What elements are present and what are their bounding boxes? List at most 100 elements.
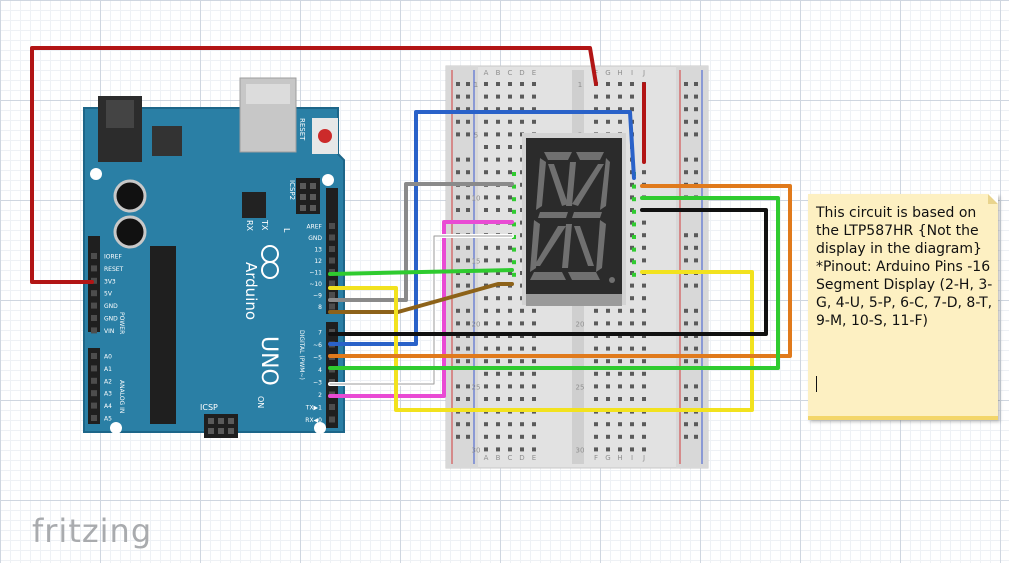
breadboard-hole	[606, 397, 610, 401]
rail-hole	[466, 258, 470, 263]
header-pin[interactable]	[91, 315, 97, 321]
header-pin[interactable]	[329, 292, 335, 298]
breadboard-hole	[606, 434, 610, 439]
icsp2-label: ICSP2	[288, 180, 296, 200]
rail-hole	[684, 283, 688, 288]
display-segment	[538, 212, 568, 218]
header-pin[interactable]	[91, 302, 97, 309]
header-pin[interactable]	[91, 327, 97, 334]
rail-hole	[684, 346, 688, 351]
sixteen-segment-display[interactable]	[512, 133, 636, 306]
breadboard-hole	[484, 107, 488, 112]
rail-hole	[694, 233, 698, 238]
display-segment	[600, 158, 610, 210]
rail-hole	[456, 434, 460, 439]
rail-hole	[694, 359, 698, 364]
display-pin	[632, 209, 636, 214]
analog-section-label: ANALOG IN	[118, 380, 125, 413]
power-section-label: POWER	[118, 312, 125, 334]
rail-hole	[466, 308, 470, 313]
breadboard-hole	[520, 359, 524, 364]
header-pin[interactable]	[329, 280, 335, 287]
header-pin[interactable]	[91, 365, 97, 372]
header-pin[interactable]	[329, 404, 335, 410]
header-pin[interactable]	[91, 402, 97, 409]
text-cursor	[816, 376, 817, 392]
header-pin[interactable]	[91, 390, 97, 397]
yellow-wire[interactable]	[328, 270, 754, 412]
header-pin[interactable]	[329, 223, 335, 229]
header-pin[interactable]	[329, 246, 335, 252]
pin-label: GND	[104, 303, 118, 310]
breadboard-hole	[606, 384, 610, 389]
breadboard-hole	[484, 82, 488, 86]
header-pin[interactable]	[91, 253, 97, 259]
breadboard-hole	[594, 359, 598, 364]
breadboard-hole	[520, 397, 524, 401]
header-pin[interactable]	[91, 377, 97, 384]
breadboard-row-number: 30	[472, 446, 481, 454]
sticky-note[interactable]: This circuit is based on the LTP587HR {N…	[808, 194, 998, 420]
rail-hole	[694, 119, 698, 124]
icsp-label: ICSP	[200, 403, 218, 412]
rail-hole	[466, 346, 470, 351]
breadboard-hole	[532, 434, 536, 439]
on-label: ON	[256, 396, 265, 408]
red-wire[interactable]	[30, 46, 598, 284]
breadboard-hole	[594, 422, 598, 427]
breadboard-hole	[618, 397, 622, 401]
header-pin[interactable]	[329, 234, 335, 241]
brown-wire[interactable]	[328, 282, 514, 314]
breadboard-hole	[606, 422, 610, 427]
header-pin[interactable]	[329, 416, 335, 423]
tx-label: TX	[260, 219, 269, 231]
header-pin[interactable]	[91, 353, 97, 359]
breadboard-hole	[520, 82, 524, 86]
header-pin[interactable]	[91, 265, 97, 272]
rail-hole	[456, 384, 460, 389]
rail-hole	[694, 82, 698, 86]
breadboard-hole	[618, 384, 622, 389]
green-wire-4[interactable]	[328, 196, 780, 370]
note-text[interactable]: This circuit is based on the LTP587HR {N…	[816, 205, 997, 329]
breadboard-column-label: H	[617, 454, 622, 462]
pink-wire[interactable]	[328, 220, 514, 398]
breadboard-hole	[642, 258, 646, 263]
arduino-uno-board[interactable]: IOREFRESET3V35VGNDGNDVINA0A1A2A3A4A5AREF…	[83, 77, 345, 438]
breadboard-hole	[642, 422, 646, 427]
breadboard-hole	[618, 321, 622, 326]
breadboard-hole	[508, 296, 512, 301]
rail-hole	[466, 422, 470, 427]
pin-label: ~9	[313, 293, 322, 300]
header-pin[interactable]	[329, 257, 335, 264]
header-pin[interactable]	[91, 415, 97, 421]
breadboard-hole	[618, 94, 622, 99]
rail-hole	[694, 245, 698, 250]
pin-label: GND	[104, 316, 118, 323]
breadboard-hole	[508, 434, 512, 439]
breadboard-hole	[594, 434, 598, 439]
breadboard-hole	[630, 397, 634, 401]
green-wire-11[interactable]	[328, 268, 514, 276]
icsp2-pin	[300, 183, 306, 189]
breadboard-hole	[630, 94, 634, 99]
blue-wire[interactable]	[328, 110, 636, 346]
header-pin[interactable]	[91, 277, 97, 284]
black-wire[interactable]	[328, 208, 768, 336]
rail-hole	[684, 397, 688, 401]
breadboard-column-label: H	[617, 69, 622, 77]
orange-wire[interactable]	[328, 184, 792, 358]
gray-wire[interactable]	[328, 182, 514, 302]
pin-label: ~5	[313, 355, 322, 362]
pin-label: 3V3	[104, 278, 116, 285]
breadboard-row-number: 20	[576, 320, 585, 328]
header-pin[interactable]	[329, 303, 335, 310]
breadboard-hole	[630, 346, 634, 351]
pin-label: ~10	[309, 281, 322, 288]
breadboard-hole	[484, 208, 488, 212]
breadboard-hole	[484, 170, 488, 175]
rail-hole	[456, 346, 460, 351]
header-pin[interactable]	[91, 290, 97, 297]
rail-hole	[456, 94, 460, 99]
breadboard-column-label: A	[484, 454, 489, 462]
